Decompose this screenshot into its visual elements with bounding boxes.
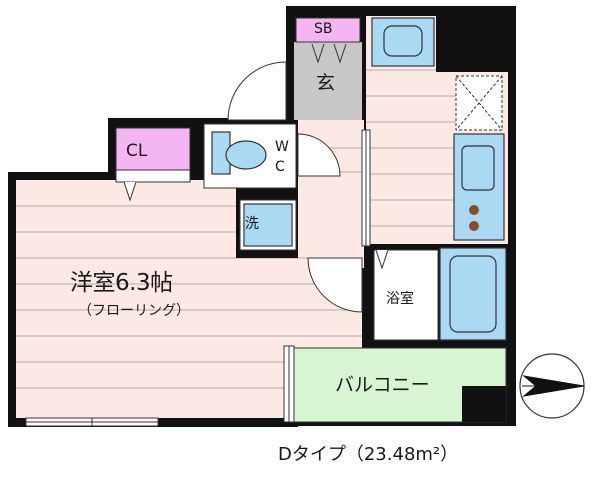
kitchen-sink-icon — [461, 145, 495, 191]
toilet-label-w: W — [275, 139, 289, 155]
balcony — [291, 347, 507, 423]
shoe-box-label: SB — [314, 21, 333, 37]
room-door-swing — [307, 257, 363, 313]
entrance-door-swing — [227, 61, 287, 121]
bathroom-label: 浴室 — [386, 291, 414, 307]
toilet-door-swing — [297, 133, 341, 177]
closet-door-marker — [123, 181, 137, 202]
washer-label: 洗 — [245, 216, 259, 232]
shoe-box — [295, 17, 361, 43]
entrance-label: 玄 — [316, 72, 336, 94]
western-room-floor-type: （フローリング） — [78, 303, 190, 319]
toilet-label-c: C — [275, 159, 285, 175]
plan-type-label: Dタイプ（23.48m²） — [278, 444, 459, 465]
stove-burner-icon — [469, 221, 479, 231]
sink-icon — [383, 25, 423, 57]
closet-label: CL — [126, 141, 148, 161]
stove-burner-icon — [469, 205, 479, 215]
fridge-space — [455, 75, 503, 131]
toilet-icon — [211, 131, 267, 175]
washer-pan — [243, 203, 293, 247]
western-room-name: 洋室6.3帖 — [70, 270, 173, 296]
closet — [115, 127, 191, 171]
entrance-area — [294, 42, 362, 120]
kitchen-counter — [453, 133, 505, 241]
bathroom-floor — [373, 249, 439, 341]
compass-arrow-icon — [519, 353, 585, 419]
balcony-label: バルコニー — [335, 374, 430, 396]
bathtub-icon — [439, 247, 507, 341]
